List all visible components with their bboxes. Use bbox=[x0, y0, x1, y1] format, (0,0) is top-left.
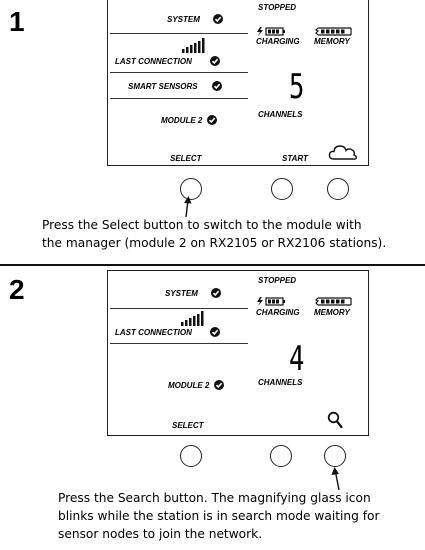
divider-line bbox=[110, 343, 248, 344]
channels-value: 5 bbox=[289, 67, 305, 107]
search-button[interactable] bbox=[324, 445, 346, 467]
memory-label: MEMORY bbox=[314, 308, 350, 317]
select-button[interactable] bbox=[180, 445, 202, 467]
caption-line: the manager (module 2 on RX2105 or RX210… bbox=[42, 236, 387, 250]
caption-line: blinks while the station is in search mo… bbox=[58, 509, 380, 523]
pointer-arrow bbox=[184, 196, 192, 217]
system-label: SYSTEM bbox=[165, 289, 198, 298]
magnifier-icon bbox=[327, 411, 343, 434]
lcd-display: STOPPED SYSTEM bbox=[107, 0, 369, 166]
divider-line bbox=[110, 33, 248, 34]
caption-line: Press the Search button. The magnifying … bbox=[58, 491, 371, 505]
status-text: STOPPED bbox=[258, 3, 297, 12]
step-number: 2 bbox=[9, 274, 25, 305]
smart-sensors-label: SMART SENSORS bbox=[128, 82, 198, 91]
select-label: SELECT bbox=[170, 154, 202, 163]
battery-icon bbox=[256, 294, 286, 312]
memory-label: MEMORY bbox=[314, 37, 350, 46]
channels-value: 4 bbox=[289, 339, 305, 379]
check-icon bbox=[212, 81, 222, 91]
check-icon bbox=[211, 288, 221, 298]
channels-label: CHANNELS bbox=[258, 378, 303, 387]
caption-line: sensor nodes to join the network. bbox=[58, 527, 263, 541]
divider-line bbox=[110, 72, 248, 73]
divider-line bbox=[110, 98, 248, 99]
module-label: MODULE 2 bbox=[168, 381, 210, 390]
step-number: 1 bbox=[9, 6, 25, 37]
check-icon bbox=[210, 327, 220, 337]
start-label: START bbox=[282, 154, 308, 163]
check-icon bbox=[210, 56, 220, 66]
select-button[interactable] bbox=[180, 178, 202, 200]
check-icon bbox=[214, 380, 224, 390]
system-label: SYSTEM bbox=[167, 15, 200, 24]
check-icon bbox=[213, 14, 223, 24]
charging-label: CHARGING bbox=[256, 37, 300, 46]
signal-strength-icon bbox=[181, 311, 205, 331]
start-button[interactable] bbox=[270, 445, 292, 467]
channels-label: CHANNELS bbox=[258, 110, 303, 119]
memory-icon bbox=[314, 24, 354, 42]
select-label: SELECT bbox=[172, 421, 204, 430]
last-connection-label: LAST CONNECTION bbox=[115, 57, 192, 66]
charging-label: CHARGING bbox=[256, 308, 300, 317]
right-button[interactable] bbox=[327, 178, 349, 200]
battery-icon bbox=[256, 24, 286, 42]
caption-line: Press the Select button to switch to the… bbox=[42, 218, 362, 232]
status-text: STOPPED bbox=[258, 276, 297, 285]
divider-line bbox=[110, 308, 248, 309]
check-icon bbox=[207, 115, 217, 125]
cloud-icon bbox=[328, 143, 358, 166]
memory-icon bbox=[314, 294, 354, 312]
pointer-arrow bbox=[331, 467, 340, 490]
start-button[interactable] bbox=[271, 178, 293, 200]
last-connection-label: LAST CONNECTION bbox=[115, 328, 192, 337]
lcd-display: STOPPED SYSTEM bbox=[107, 270, 369, 436]
module-label: MODULE 2 bbox=[161, 116, 203, 125]
signal-strength-icon bbox=[182, 38, 206, 58]
section-divider bbox=[0, 264, 425, 266]
